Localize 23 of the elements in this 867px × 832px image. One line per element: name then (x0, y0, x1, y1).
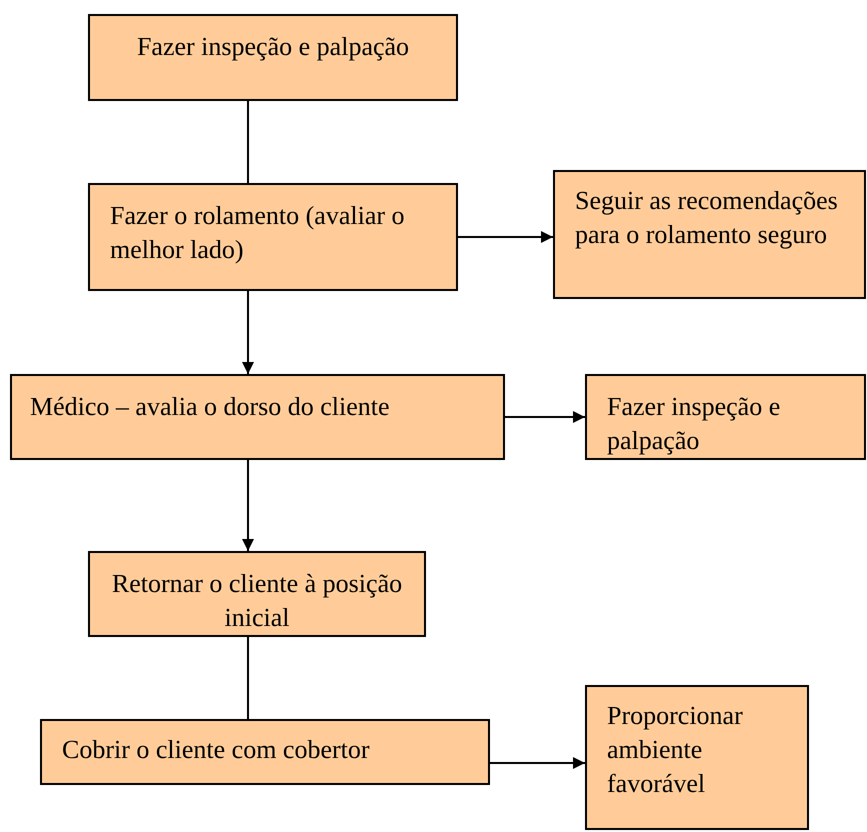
process-box (10, 374, 505, 460)
arrow (490, 757, 585, 769)
connector-line (247, 637, 249, 719)
process-box (553, 170, 866, 299)
process-box (585, 374, 866, 460)
step-text: Fazer inspeção e palpação (136, 31, 410, 63)
step-text: Cobrir o cliente com cobertor (62, 734, 370, 766)
step-text: Proporcionar ambiente favorável (607, 700, 744, 800)
process-box (585, 685, 809, 830)
arrow (458, 231, 553, 243)
step-text: Retornar o cliente à posição inicial (110, 568, 404, 634)
process-box (88, 14, 458, 101)
arrow (242, 291, 254, 374)
process-box (88, 183, 458, 291)
step-text: Seguir as recomendações para o rolamento seguro (575, 185, 839, 251)
step-text: Fazer inspeção e palpação (607, 391, 782, 457)
process-box (40, 719, 490, 785)
step-text: Médico – avalia o dorso do cliente (30, 391, 390, 423)
arrow (505, 411, 585, 423)
arrow (242, 460, 254, 551)
process-box (88, 551, 426, 637)
step-text: Fazer o rolamento (avaliar o melhor lado) (110, 200, 406, 266)
connector-line (247, 101, 249, 183)
